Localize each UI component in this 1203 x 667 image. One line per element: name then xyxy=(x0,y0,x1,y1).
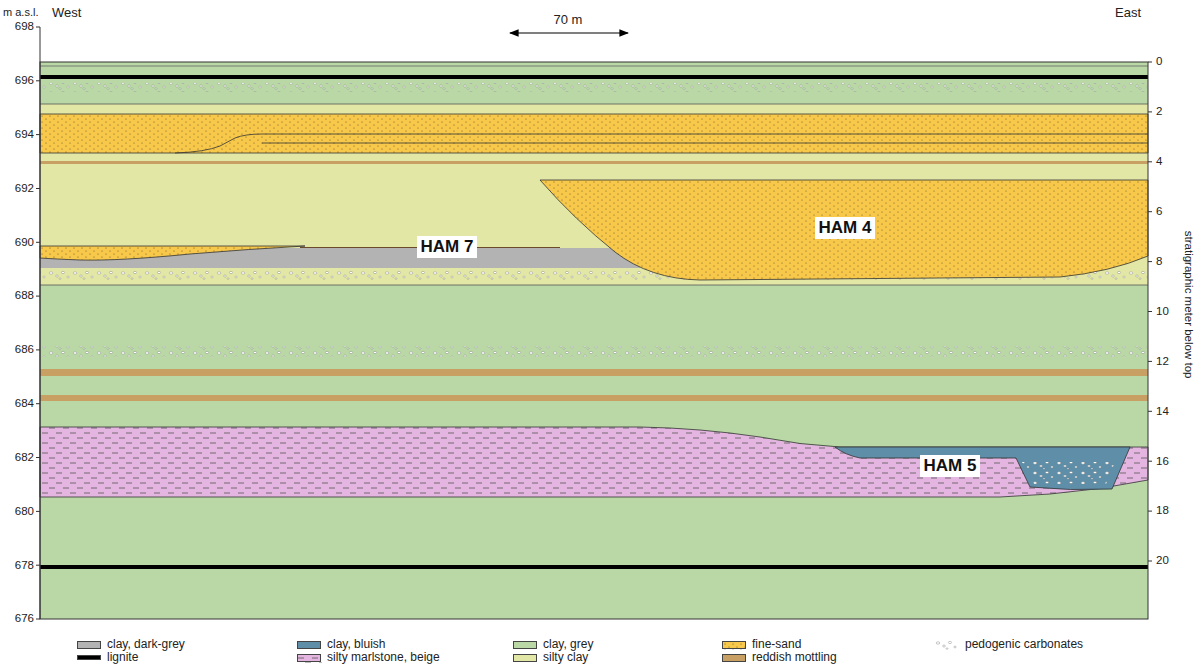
legend-entry: lignite xyxy=(77,651,287,664)
scale-arrow xyxy=(510,32,628,33)
direction-label: West xyxy=(52,6,81,21)
pedogenic-carbonates xyxy=(1022,462,1115,484)
lignite-layer xyxy=(40,565,1148,569)
legend-entry: clay, bluish xyxy=(297,638,507,651)
legend-entry: clay, grey xyxy=(513,638,723,651)
carbonate-band xyxy=(40,346,1148,357)
scale-label: 70 m xyxy=(554,13,583,28)
reddish-mottling xyxy=(40,369,1148,376)
section-label: HAM 4 xyxy=(819,218,872,238)
depth-tick-label: 16 xyxy=(1156,455,1169,468)
elevation-tick-label: 696 xyxy=(15,74,34,87)
legend-swatch xyxy=(77,655,101,660)
section-label: HAM 7 xyxy=(421,237,474,257)
carbonate-band xyxy=(40,83,1148,92)
depth-tick-label: 20 xyxy=(1156,554,1169,567)
legend-entry: silty clay xyxy=(513,651,723,664)
fine-sand-channel xyxy=(540,180,1148,280)
bed-boundary xyxy=(40,285,1148,286)
legend-text: clay, bluish xyxy=(327,638,385,651)
swatch-texture xyxy=(723,642,747,650)
reddish-mottling xyxy=(40,395,1148,401)
elevation-tick-label: 690 xyxy=(15,236,34,249)
legend-text: clay, dark-grey xyxy=(107,638,185,651)
depth-tick-label: 18 xyxy=(1156,504,1169,517)
silty-marlstone-layer xyxy=(40,427,1148,497)
elevation-tick-label: 682 xyxy=(15,451,34,464)
legend-text: lignite xyxy=(107,651,138,664)
elevation-ticks xyxy=(36,27,40,619)
legend-swatch xyxy=(722,641,746,649)
swatch-texture xyxy=(298,655,322,663)
legend-swatch xyxy=(935,640,959,650)
section-label-box: HAM 7 xyxy=(417,236,478,258)
section-frame xyxy=(40,62,1148,619)
depth-tick-label: 8 xyxy=(1156,255,1162,268)
legend-text: silty clay xyxy=(543,651,588,664)
fine-sand-texture xyxy=(40,114,1148,153)
lignite-layer xyxy=(40,75,1148,79)
carbonate-symbol xyxy=(935,640,959,650)
legend-entry: silty marlstone, beige xyxy=(297,651,507,664)
fine-sand-texture xyxy=(540,180,1148,280)
swatch-texture xyxy=(723,642,747,650)
depth-tick-label: 6 xyxy=(1156,205,1162,218)
legend-entry: clay, dark-grey xyxy=(77,638,287,651)
sand-bedding-line xyxy=(175,134,1148,153)
swatch-texture xyxy=(298,655,322,663)
elevation-tick-label: 676 xyxy=(15,612,34,625)
legend-entry: pedogenic carbonates xyxy=(935,638,1145,651)
depth-tick-label: 10 xyxy=(1156,305,1169,318)
clay-bluish-layer xyxy=(835,447,1130,490)
elevation-tick-label: 680 xyxy=(15,505,34,518)
elevation-axis xyxy=(40,27,41,619)
axis-unit: m a.s.l. xyxy=(3,6,38,19)
bed-boundary xyxy=(40,104,1148,105)
legend-entry: fine-sand xyxy=(722,638,932,651)
clay-grey-layer xyxy=(40,62,1148,619)
legend-text: reddish mottling xyxy=(752,651,837,664)
fine-sand-layer xyxy=(40,114,1148,153)
legend-text: fine-sand xyxy=(752,638,801,651)
depth-tick-label: 2 xyxy=(1156,105,1162,118)
depth-tick-label: 14 xyxy=(1156,405,1169,418)
marlstone-texture xyxy=(40,427,1148,497)
depth-tick-label: 4 xyxy=(1156,155,1162,168)
legend-entry: reddish mottling xyxy=(722,651,932,664)
elevation-tick-label: 692 xyxy=(15,182,34,195)
legend-text: silty marlstone, beige xyxy=(327,651,440,664)
legend-text: clay, grey xyxy=(543,638,593,651)
depth-ticks xyxy=(1148,62,1152,561)
bed-boundary xyxy=(40,66,1148,67)
section-label: HAM 5 xyxy=(924,456,977,476)
axis-title: stratigraphic meter below top xyxy=(1182,231,1195,379)
elevation-tick-label: 694 xyxy=(15,128,34,141)
section-label-box: HAM 4 xyxy=(815,217,876,239)
reddish-mottling xyxy=(40,161,1148,164)
direction-label: East xyxy=(1115,6,1141,21)
elevation-tick-label: 698 xyxy=(15,20,34,33)
legend-swatch xyxy=(297,641,321,649)
legend-swatch xyxy=(77,641,101,649)
fine-sand-texture xyxy=(40,246,305,260)
carbonate-symbol xyxy=(935,640,959,650)
legend-swatch xyxy=(513,654,537,662)
elevation-tick-label: 686 xyxy=(15,343,34,356)
legend-text: pedogenic carbonates xyxy=(965,638,1083,651)
elevation-tick-label: 678 xyxy=(15,559,34,572)
legend-swatch xyxy=(513,641,537,649)
legend-swatch xyxy=(722,654,746,662)
fine-sand-lens xyxy=(40,246,305,260)
sand-bedding-line xyxy=(262,143,1148,144)
silty-clay-layer xyxy=(40,104,1148,285)
legend-swatch xyxy=(297,654,321,662)
elevation-tick-label: 688 xyxy=(15,289,34,302)
depth-tick-label: 12 xyxy=(1156,355,1169,368)
depth-tick-label: 0 xyxy=(1156,55,1162,68)
elevation-tick-label: 684 xyxy=(15,397,34,410)
section-label-box: HAM 5 xyxy=(920,455,981,477)
